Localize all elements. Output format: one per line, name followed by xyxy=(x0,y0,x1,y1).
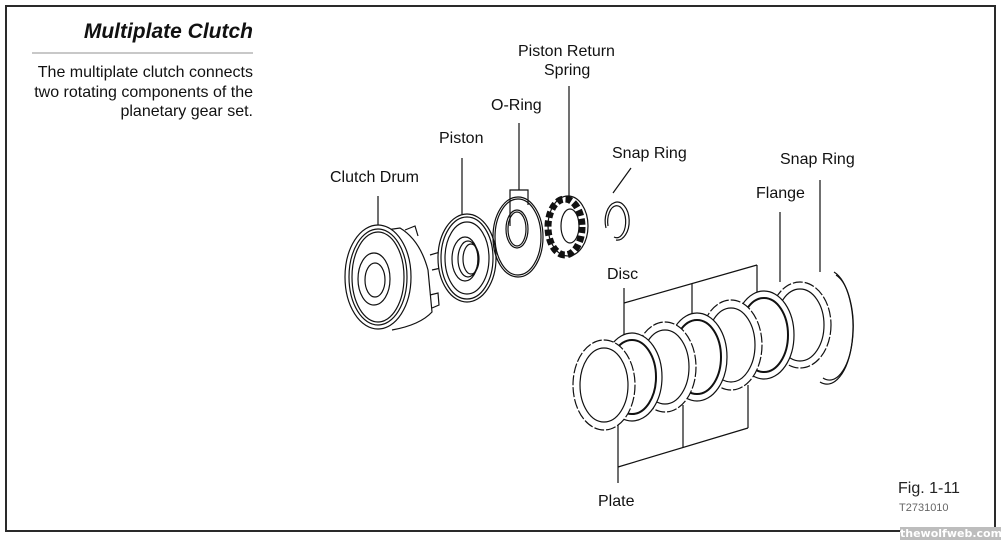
label-o-ring: O-Ring xyxy=(491,97,542,114)
snap-ring-1-part xyxy=(604,201,630,241)
label-disc: Disc xyxy=(607,266,638,283)
watermark: thewolfweb.com xyxy=(900,527,1001,540)
description-text: The multiplate clutch connects two rotat… xyxy=(34,64,253,120)
label-clutch-drum: Clutch Drum xyxy=(330,169,419,186)
figure-code: T2731010 xyxy=(899,502,949,514)
label-plate: Plate xyxy=(598,493,635,510)
piston-return-spring-part xyxy=(544,195,589,259)
figure-number: Fig. 1-11 xyxy=(898,480,960,497)
snap-ring-2-part xyxy=(819,271,854,385)
page-title: Multiplate Clutch xyxy=(83,20,253,43)
clutch-drum-part xyxy=(344,224,442,331)
figure-frame xyxy=(5,5,996,532)
leader-lines xyxy=(377,86,821,483)
label-piston-return-spring-1: Piston Return xyxy=(518,43,615,60)
label-snap-ring-2: Snap Ring xyxy=(780,151,855,168)
title-divider xyxy=(32,52,253,54)
label-piston: Piston xyxy=(439,130,483,147)
label-snap-ring-1: Snap Ring xyxy=(612,145,687,162)
disc-plate-stack xyxy=(572,271,854,431)
piston-part xyxy=(437,213,497,303)
label-piston-return-spring-2: Spring xyxy=(544,62,590,79)
o-ring-part xyxy=(492,196,544,278)
label-flange: Flange xyxy=(756,185,805,202)
